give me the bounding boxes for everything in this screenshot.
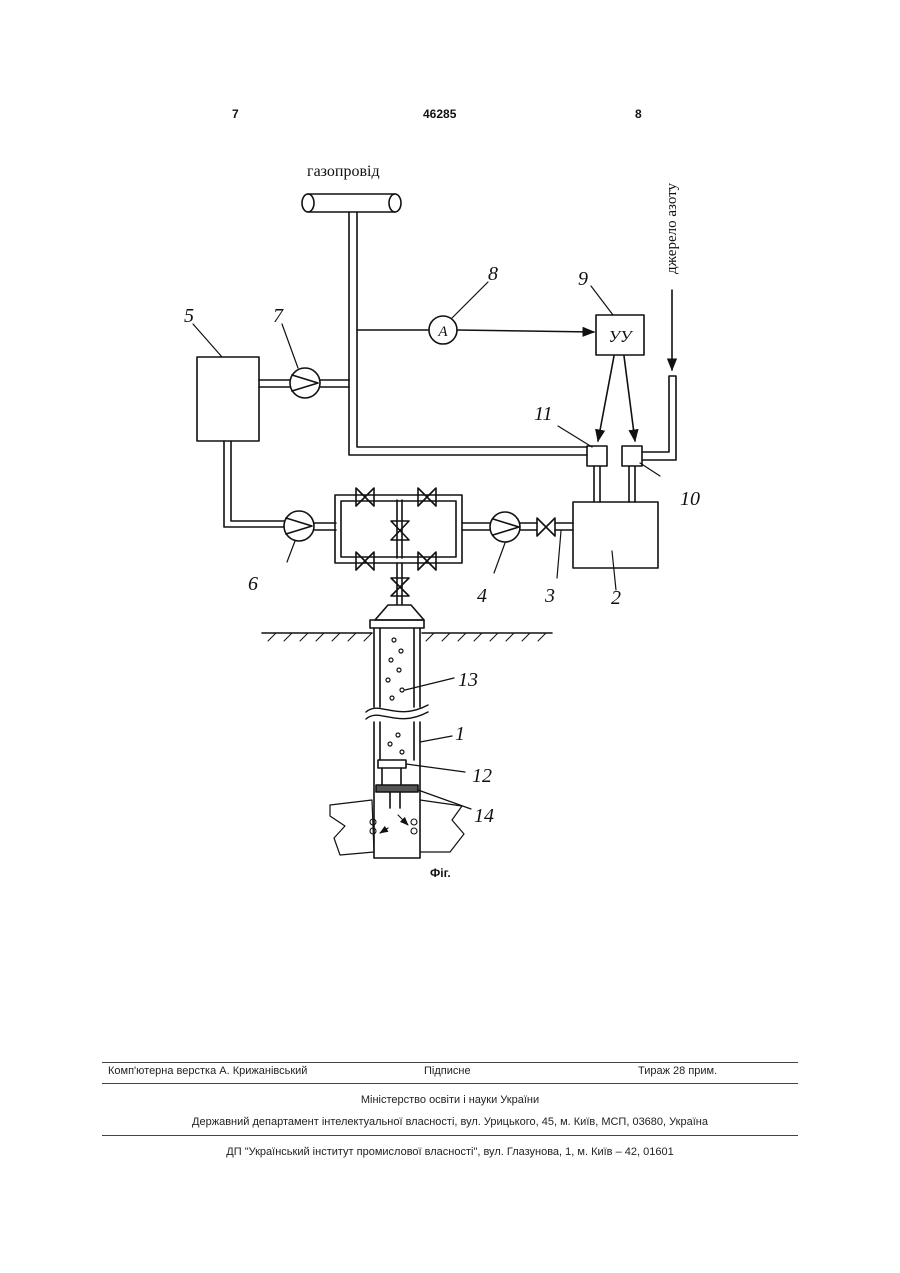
packer-12 [378, 760, 406, 768]
callout-9: 9 [578, 268, 588, 290]
callout-12: 12 [472, 765, 492, 787]
nitrogen-line [643, 376, 676, 460]
imprint-institute: ДП "Український інститут промислової вла… [102, 1146, 798, 1158]
callout-7: 7 [273, 305, 284, 327]
imprint-circulation: Тираж 28 прим. [638, 1065, 717, 1077]
valve-11-box [587, 446, 607, 466]
signal-line-to-valve-11 [598, 356, 614, 441]
imprint-rule-middle [102, 1083, 798, 1084]
element-14 [376, 785, 418, 792]
callout-6: 6 [248, 573, 258, 595]
valve-manifold [335, 488, 462, 604]
imprint-ministry: Міністерство освіти і науки України [102, 1094, 798, 1106]
callout-leaders [193, 282, 660, 809]
callout-14: 14 [474, 805, 494, 827]
controller-symbol: УУ [609, 327, 634, 346]
callout-13: 13 [458, 669, 478, 691]
gas-pipeline [302, 194, 401, 212]
unit-2-box [573, 502, 658, 568]
callout-1: 1 [455, 723, 465, 745]
imprint-signed: Підписне [424, 1065, 471, 1077]
patent-figure: газопровід A УУ джерело азоту [0, 0, 900, 900]
formation-left [330, 800, 374, 855]
unit-5-box [197, 357, 259, 441]
imprint-typesetter: Комп'ютерна верстка А. Крижанівський [108, 1065, 307, 1077]
gas-bubbles [386, 638, 404, 754]
valve-to-unit-lines [594, 466, 635, 502]
formation-right [420, 800, 464, 852]
nitrogen-source-label: джерело азоту [664, 182, 680, 274]
pump-7-lines [259, 380, 349, 387]
gas-pipeline-label: газопровід [307, 163, 380, 180]
callout-11: 11 [534, 403, 553, 425]
callout-8: 8 [488, 263, 498, 285]
imprint-department: Державний департамент інтелектуальної вл… [102, 1116, 798, 1128]
callout-3: 3 [544, 585, 555, 607]
imprint-rule-bottom [102, 1135, 798, 1136]
meter-symbol: A [437, 324, 448, 340]
callout-4: 4 [477, 585, 487, 607]
callout-2: 2 [611, 587, 621, 609]
figure-caption: Фіг. [430, 866, 451, 880]
imprint-rule-top [102, 1062, 798, 1063]
callout-10: 10 [680, 488, 700, 510]
callout-5: 5 [184, 305, 194, 327]
valve-3-icon [537, 518, 555, 536]
wellhead [375, 605, 424, 620]
signal-line-to-valve-10 [624, 356, 635, 441]
pump-4-icon [490, 512, 520, 542]
signal-line-meter-to-controller [457, 330, 594, 332]
valve-10-box [622, 446, 642, 466]
unit-5-to-pump-6-line [224, 441, 284, 527]
